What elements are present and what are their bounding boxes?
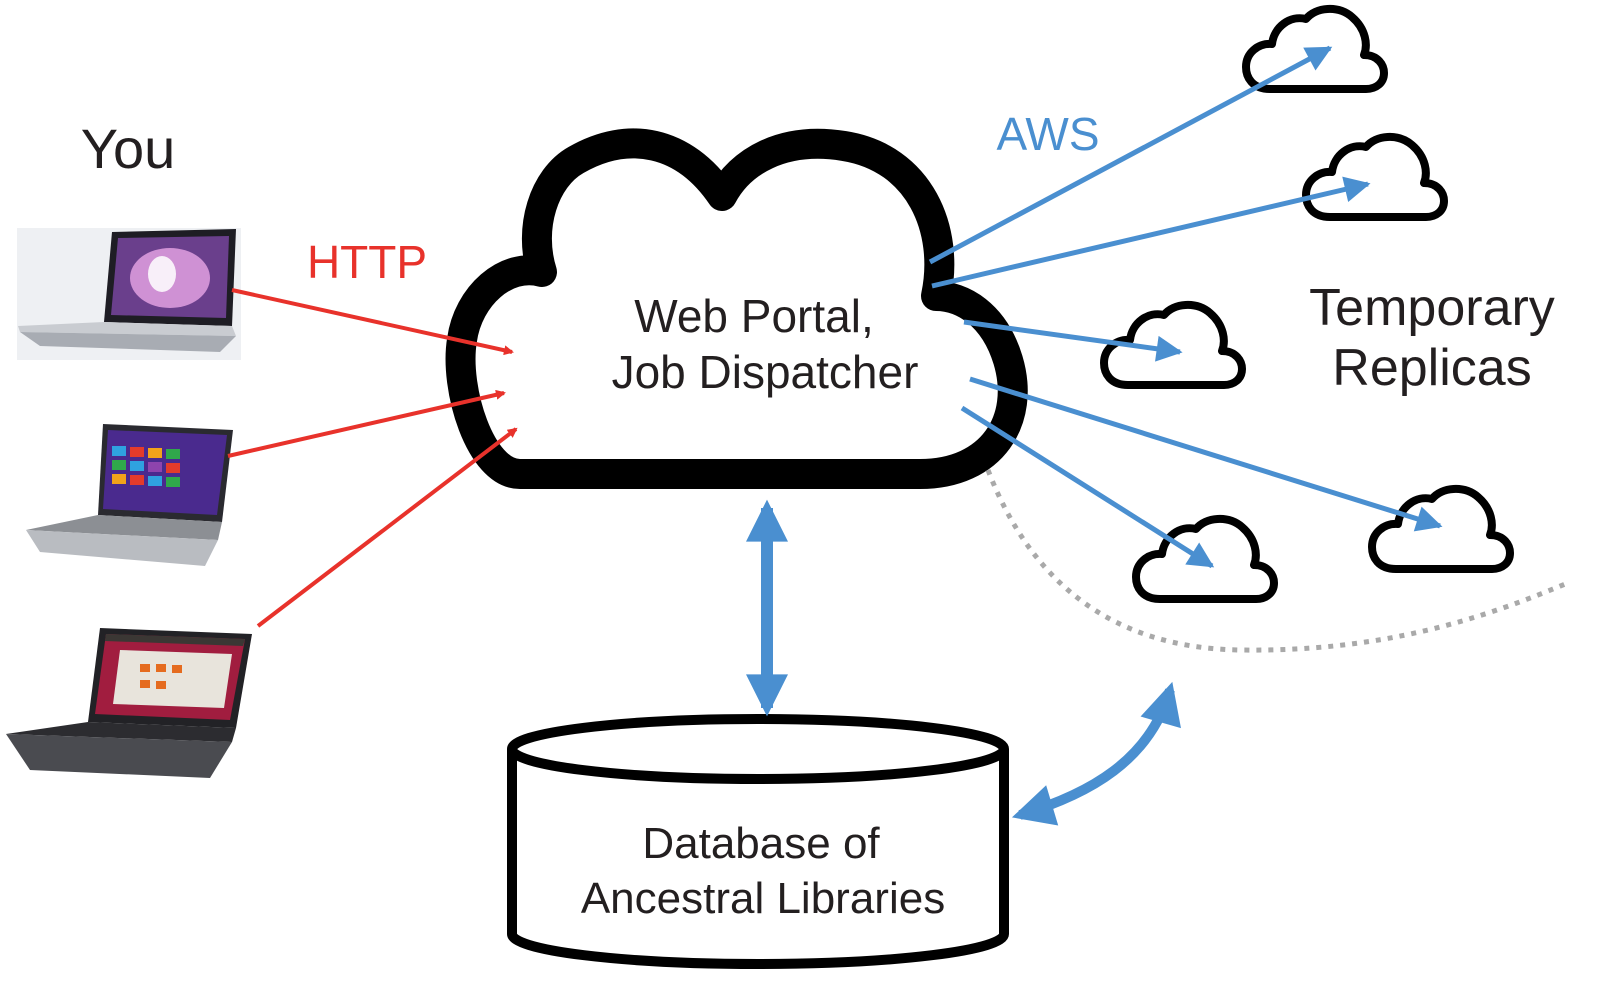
replica-cloud-icon <box>1246 9 1384 89</box>
aws-arrow-4 <box>969 376 1443 532</box>
portal-label-line1: Web Portal, <box>634 290 873 342</box>
db-replicas-arrow <box>1011 681 1181 826</box>
aws-arrow-3 <box>963 319 1183 362</box>
macbook-laptop <box>17 228 241 360</box>
replica-cloud-icon <box>1372 489 1510 569</box>
http-arrow-1 <box>231 288 514 356</box>
portal-label-line2: Job Dispatcher <box>612 346 919 398</box>
aws-label: AWS <box>996 108 1099 160</box>
aws-arrow-2 <box>931 176 1371 289</box>
aws-arrow-5 <box>960 405 1215 569</box>
windows-laptop <box>26 424 233 566</box>
database-label-line1: Database of <box>642 819 880 868</box>
http-arrow-3 <box>256 427 518 628</box>
database-label-line2: Ancestral Libraries <box>581 874 945 923</box>
you-label: You <box>81 117 176 180</box>
replicas-label-line1: Temporary <box>1309 279 1555 337</box>
replica-cloud-icon <box>1306 137 1444 217</box>
ubuntu-laptop <box>6 628 252 778</box>
aws-arrow-1 <box>928 45 1333 265</box>
web-portal-cloud-icon <box>445 128 1028 489</box>
replicas-label-line2: Replicas <box>1332 339 1531 397</box>
database-cylinder-icon <box>507 714 1009 969</box>
http-label: HTTP <box>307 236 427 288</box>
http-arrow-2 <box>227 389 506 458</box>
